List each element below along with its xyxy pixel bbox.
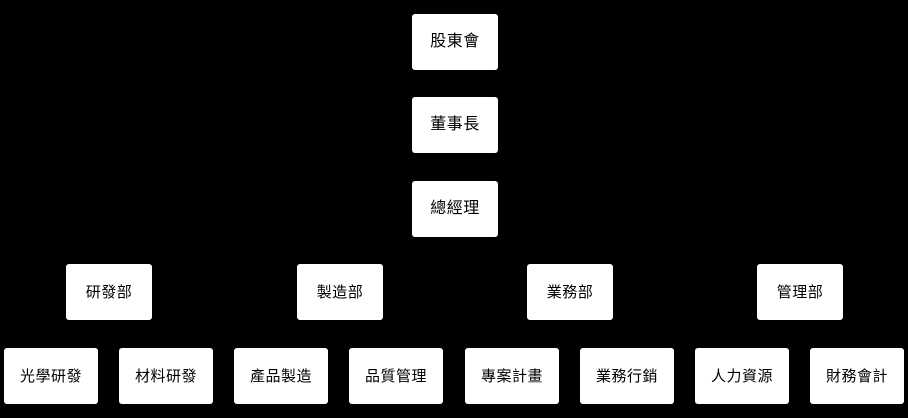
org-node-manufacturing-department[interactable]: 製造部 <box>297 264 383 320</box>
org-node-rnd-department[interactable]: 研發部 <box>66 264 152 320</box>
org-node-materials-rnd[interactable]: 材料研發 <box>119 348 213 404</box>
org-node-label: 品質管理 <box>364 367 427 385</box>
org-node-label: 股東會 <box>430 33 480 50</box>
org-node-label: 產品製造 <box>249 367 312 385</box>
org-node-label: 總經理 <box>430 200 480 217</box>
org-node-sales-department[interactable]: 業務部 <box>527 264 613 320</box>
org-node-label: 材料研發 <box>134 367 197 385</box>
org-node-label: 管理部 <box>776 283 824 301</box>
org-node-finance-accounting[interactable]: 財務會計 <box>810 348 904 404</box>
org-node-sales-marketing[interactable]: 業務行銷 <box>580 348 674 404</box>
org-node-label: 財務會計 <box>825 367 888 385</box>
org-node-label: 專案計畫 <box>480 367 543 385</box>
org-node-optical-rnd[interactable]: 光學研發 <box>4 348 98 404</box>
org-node-general-manager[interactable]: 總經理 <box>412 181 498 237</box>
org-node-product-manufacturing[interactable]: 產品製造 <box>234 348 328 404</box>
org-node-label: 光學研發 <box>19 367 82 385</box>
org-node-human-resources[interactable]: 人力資源 <box>695 348 789 404</box>
org-node-label: 製造部 <box>316 283 364 301</box>
org-node-admin-department[interactable]: 管理部 <box>757 264 843 320</box>
org-node-label: 董事長 <box>430 116 480 133</box>
org-node-quality-management[interactable]: 品質管理 <box>349 348 443 404</box>
org-node-project-planning[interactable]: 專案計畫 <box>465 348 559 404</box>
org-node-shareholders-meeting[interactable]: 股東會 <box>412 14 498 70</box>
org-node-label: 研發部 <box>85 283 133 301</box>
org-node-label: 人力資源 <box>710 367 773 385</box>
org-node-chairman[interactable]: 董事長 <box>412 97 498 153</box>
org-node-label: 業務行銷 <box>595 367 658 385</box>
org-node-label: 業務部 <box>546 283 594 301</box>
